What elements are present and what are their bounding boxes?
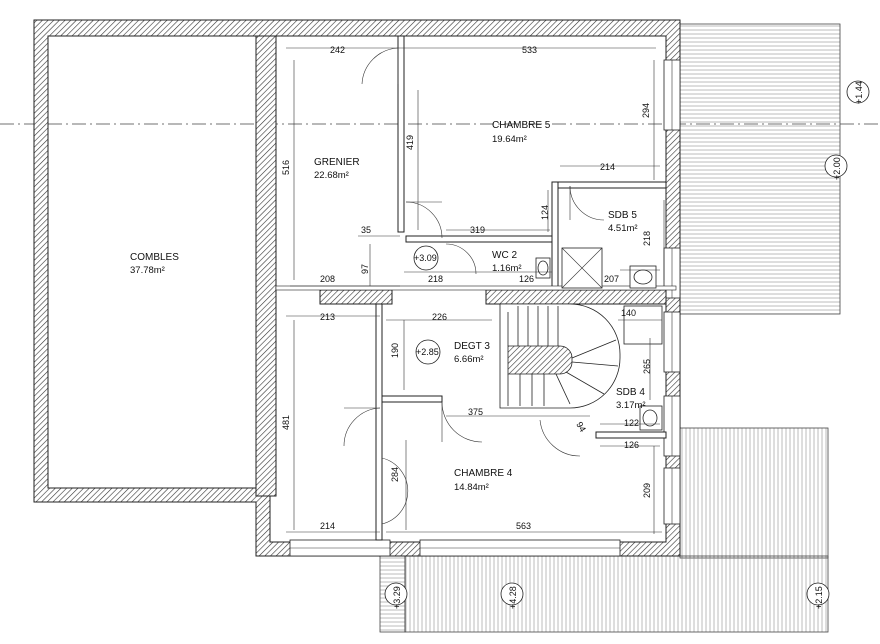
room-degt3-area: 6.66m² <box>454 354 484 365</box>
room-grenier-name: GRENIER <box>314 157 360 168</box>
room-sdb4-name: SDB 4 <box>616 387 645 398</box>
dim-533: 533 <box>522 45 537 55</box>
level-marker-428 <box>500 582 524 606</box>
room-combles-area: 37.78m² <box>130 265 165 276</box>
dim-516: 516 <box>281 160 291 175</box>
dim-294: 294 <box>641 103 651 118</box>
room-combles-name: COMBLES <box>130 252 179 263</box>
level-144: +1.44 <box>854 81 864 104</box>
room-sdb5-name: SDB 5 <box>608 210 637 221</box>
dim-284: 284 <box>390 467 400 482</box>
dim-94: 94 <box>574 420 588 434</box>
dim-140: 140 <box>621 308 636 318</box>
windows <box>289 59 681 557</box>
dim-218-wc: 218 <box>428 274 443 284</box>
dim-563: 563 <box>516 521 531 531</box>
level-marker-329 <box>384 582 408 606</box>
level-markers <box>384 80 870 606</box>
level-215: +2.15 <box>814 586 824 609</box>
level-200: +2.00 <box>832 157 842 180</box>
dim-214-top: 214 <box>600 162 615 172</box>
level-285: +2.85 <box>416 347 439 357</box>
dim-265: 265 <box>642 359 652 374</box>
room-sdb5-area: 4.51m² <box>608 223 638 234</box>
staircase <box>499 303 621 409</box>
outer-walls <box>33 19 681 557</box>
dim-208: 208 <box>320 274 335 284</box>
room-sdb4-area: 3.17m² <box>616 400 646 411</box>
level-marker-285 <box>415 339 441 365</box>
dim-214-bottom: 214 <box>320 521 335 531</box>
dim-126-sdb4: 126 <box>624 440 639 450</box>
dim-419: 419 <box>405 135 415 150</box>
level-428: +4.28 <box>508 586 518 609</box>
room-wc2-area: 1.16m² <box>492 263 522 274</box>
dim-124: 124 <box>540 205 550 220</box>
dim-97: 97 <box>360 264 370 274</box>
level-labels: +3.09 +2.85 +1.44 +2.00 +3.29 +4.28 +2.1… <box>392 81 864 609</box>
dim-190: 190 <box>390 343 400 358</box>
level-329: +3.29 <box>392 586 402 609</box>
terrace-mid-right <box>679 427 829 559</box>
door-swings <box>343 47 605 525</box>
terrace-bottom <box>404 555 829 633</box>
combles-wall-right <box>255 35 277 497</box>
room-chambre5-area: 19.64m² <box>492 134 527 145</box>
dim-122: 122 <box>624 418 639 428</box>
dim-207: 207 <box>604 274 619 284</box>
room-chambre4-area: 14.84m² <box>454 482 489 493</box>
level-309: +3.09 <box>414 253 437 263</box>
dim-226: 226 <box>432 312 447 322</box>
terrace-top-right <box>679 23 841 315</box>
dim-481: 481 <box>281 415 291 430</box>
interior-walls <box>275 35 677 541</box>
dim-213: 213 <box>320 312 335 322</box>
dim-35: 35 <box>361 225 371 235</box>
room-chambre4-name: CHAMBRE 4 <box>454 468 513 479</box>
level-marker-200 <box>824 154 848 178</box>
shower-sdb4 <box>623 305 663 345</box>
dim-218-sdb5: 218 <box>642 231 652 246</box>
dim-375: 375 <box>468 407 483 417</box>
room-chambre5-name: CHAMBRE 5 <box>492 120 551 131</box>
room-labels: COMBLES 37.78m² GRENIER 22.68m² CHAMBRE … <box>130 120 646 493</box>
level-marker-144 <box>846 80 870 104</box>
level-marker-309 <box>413 245 439 271</box>
room-degt3-name: DEGT 3 <box>454 341 490 352</box>
room-wc2-name: WC 2 <box>492 250 517 261</box>
dim-209: 209 <box>642 483 652 498</box>
dimension-labels: 242 533 516 419 294 214 124 218 35 319 9… <box>281 45 652 531</box>
dim-126-wc: 126 <box>519 274 534 284</box>
dim-319: 319 <box>470 225 485 235</box>
dim-242: 242 <box>330 45 345 55</box>
dimension-lines <box>286 47 665 534</box>
room-grenier-area: 22.68m² <box>314 170 349 181</box>
level-marker-215 <box>806 582 830 606</box>
fixtures <box>535 247 663 431</box>
